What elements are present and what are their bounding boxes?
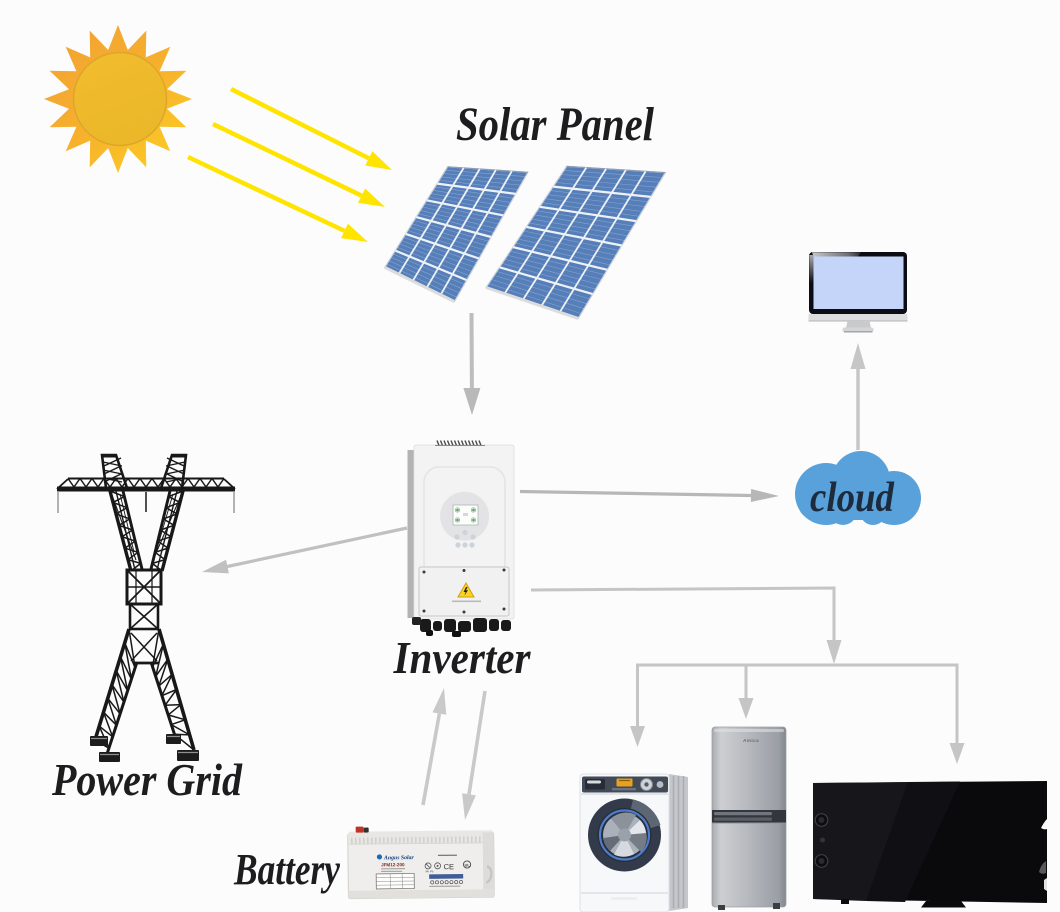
svg-text:Amica: Amica [743,738,759,744]
svg-text:Solar Panel: Solar Panel [456,98,655,151]
svg-text:Pb Pb: Pb Pb [426,869,434,873]
svg-text:Battery: Battery [233,845,340,894]
svg-text:Power Grid: Power Grid [51,754,243,805]
svg-text:UL: UL [465,863,471,867]
svg-text:Inverter: Inverter [393,632,532,683]
svg-text:CE: CE [444,862,455,871]
svg-text:JFM12-200: JFM12-200 [381,862,405,867]
svg-text:cloud: cloud [810,475,895,521]
svg-text:Angus Solar: Angus Solar [383,855,415,861]
